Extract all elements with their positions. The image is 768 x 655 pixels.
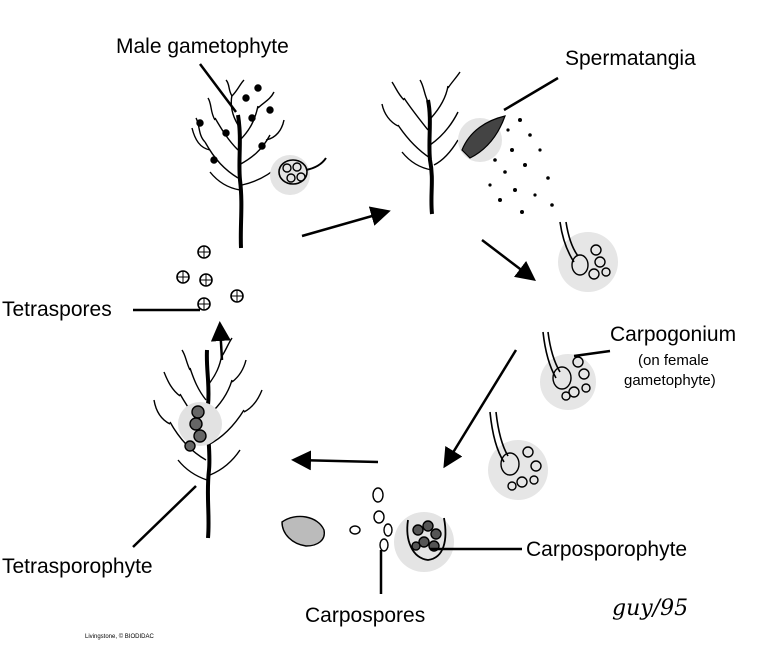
label-carpospores: Carpospores (305, 604, 426, 627)
tetraspores-drawing (176, 245, 244, 311)
signature: guy/95 (612, 596, 689, 621)
arrow-carpogonium-to-carposporophyte (443, 349, 518, 469)
label-carpogonium-note-1: (on female (638, 352, 709, 369)
arrow-tetrasporophyte-to-tetraspores (210, 321, 231, 361)
leader-male-gametophyte (199, 63, 237, 113)
carpogonium-drawing (540, 331, 596, 410)
male-gametophyte-plant (191, 79, 327, 249)
arrow-carpospores-to-tetrasporophyte (291, 450, 379, 471)
label-carpogonium: Carpogonium (610, 323, 737, 346)
fertilized-carpogonium-drawing (488, 411, 548, 500)
leader-carpogonium (573, 349, 611, 358)
carposporophyte-drawing (394, 512, 454, 572)
leader-tetrasporophyte (132, 485, 197, 548)
spermatia-dots (488, 118, 554, 214)
leader-spermatangia (503, 76, 559, 112)
carpospores-drawing (281, 487, 393, 552)
label-tetraspores: Tetraspores (2, 298, 112, 321)
label-carposporophyte: Carposporophyte (526, 538, 688, 561)
label-male-gametophyte: Male gametophyte (116, 35, 289, 58)
fertilization-stage (558, 221, 618, 292)
cycle-arrows (210, 206, 536, 471)
label-tetrasporophyte: Tetrasporophyte (2, 555, 153, 578)
arrow-spermatangia-to-fertilization (481, 239, 536, 282)
tetrasporophyte-plant (153, 337, 263, 539)
arrow-male-to-spermatangia (301, 206, 391, 238)
leader-lines (132, 63, 611, 594)
spermatangia-plant (381, 71, 506, 215)
label-spermatangia: Spermatangia (565, 47, 696, 70)
label-carpogonium-note-2: gametophyte) (624, 372, 716, 389)
credit-text: Livingstone, © BIODIDAC (85, 634, 154, 640)
